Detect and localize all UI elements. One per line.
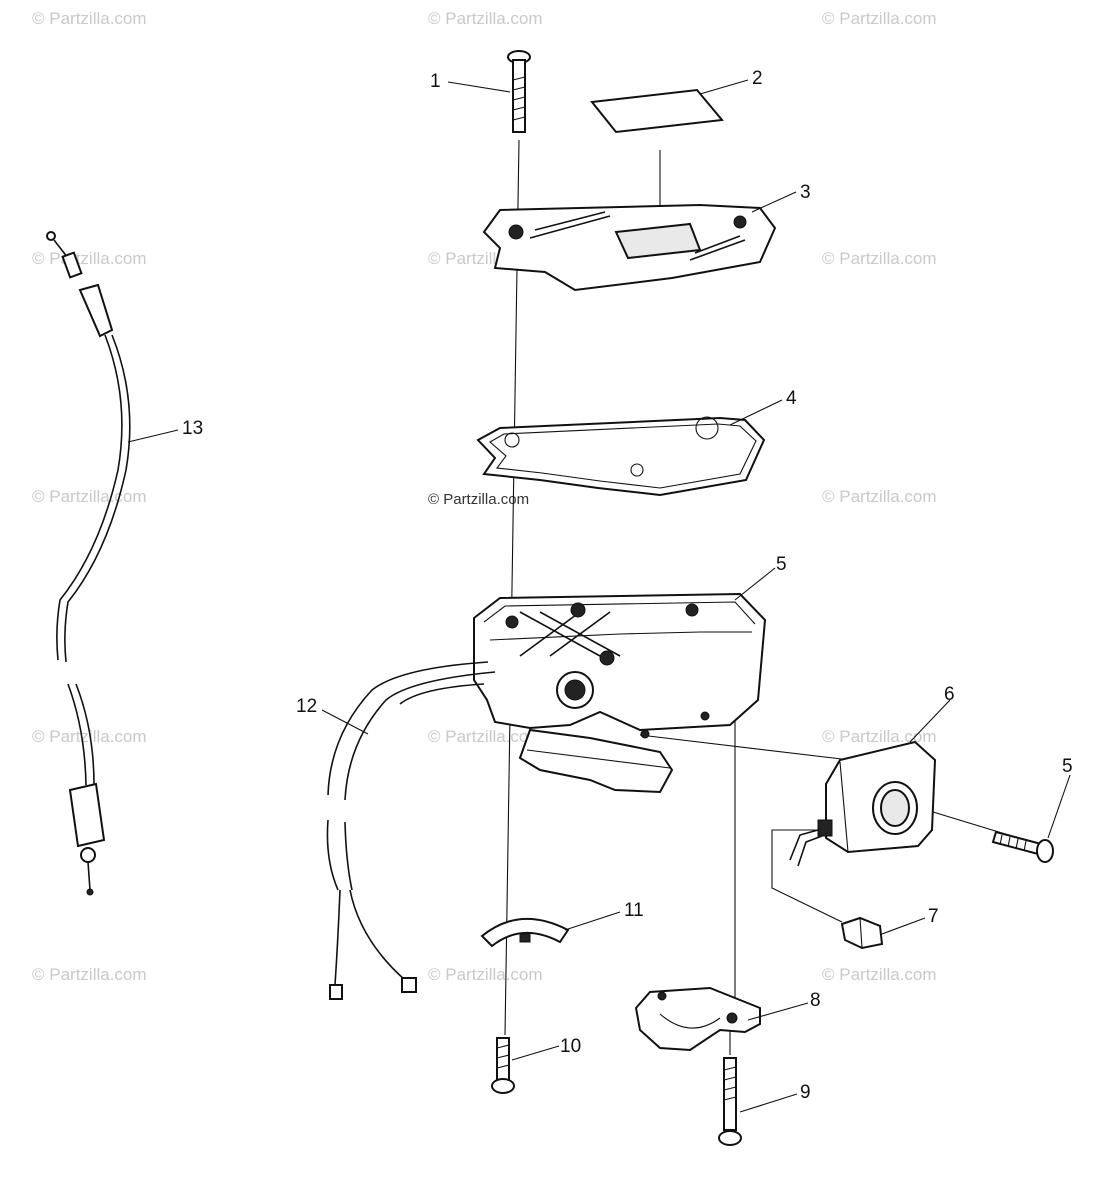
callout-1: 1 <box>430 71 441 92</box>
callout-7: 7 <box>928 906 939 927</box>
callout-13: 13 <box>182 418 203 439</box>
part-7-bulb <box>840 916 884 950</box>
watermark: © Partzilla.com <box>32 965 147 984</box>
watermark: © Partzilla.com <box>32 727 147 746</box>
part-5-housing <box>473 592 767 794</box>
callout-8: 8 <box>810 990 821 1011</box>
part-13-cable <box>46 231 131 896</box>
watermark-layer: © Partzilla.com © Partzilla.com © Partzi… <box>32 9 937 984</box>
part-2-decal <box>590 88 724 134</box>
part-6-switch <box>789 740 937 867</box>
callout-5-screw: 5 <box>1062 756 1073 777</box>
watermark: © Partzilla.com <box>822 249 937 268</box>
part-4-gasket <box>476 416 766 497</box>
callout-3: 3 <box>800 182 811 203</box>
part-3-cover <box>482 203 777 292</box>
part-12-harness <box>326 661 496 1000</box>
callout-11: 11 <box>624 900 644 921</box>
watermark: © Partzilla.com <box>428 491 529 508</box>
watermark: © Partzilla.com <box>822 9 937 28</box>
callout-2: 2 <box>752 68 763 89</box>
watermark: © Partzilla.com <box>428 9 543 28</box>
callout-10: 10 <box>560 1036 581 1057</box>
part-8-clamp <box>634 986 761 1052</box>
callout-9: 9 <box>800 1082 811 1103</box>
watermark: © Partzilla.com <box>32 9 147 28</box>
callout-4: 4 <box>786 388 797 409</box>
callouts: 1 2 3 4 5 6 5 7 8 9 10 11 12 13 <box>182 68 1073 1103</box>
watermark: © Partzilla.com <box>428 965 543 984</box>
part-5-screw <box>991 830 1054 863</box>
part-1-screw <box>507 50 531 133</box>
watermark: © Partzilla.com <box>428 727 543 746</box>
watermark: © Partzilla.com <box>32 249 147 268</box>
watermark: © Partzilla.com <box>822 965 937 984</box>
watermark: © Partzilla.com <box>822 487 937 506</box>
callout-5: 5 <box>776 554 787 575</box>
part-11-washer <box>480 917 570 948</box>
callout-6: 6 <box>944 684 955 705</box>
leader-lines <box>127 79 1071 1113</box>
part-10-screw <box>491 1037 515 1094</box>
part-9-screw <box>718 1057 742 1146</box>
callout-12: 12 <box>296 696 317 717</box>
watermark: © Partzilla.com <box>32 487 147 506</box>
watermark: © Partzilla.com <box>822 727 937 746</box>
